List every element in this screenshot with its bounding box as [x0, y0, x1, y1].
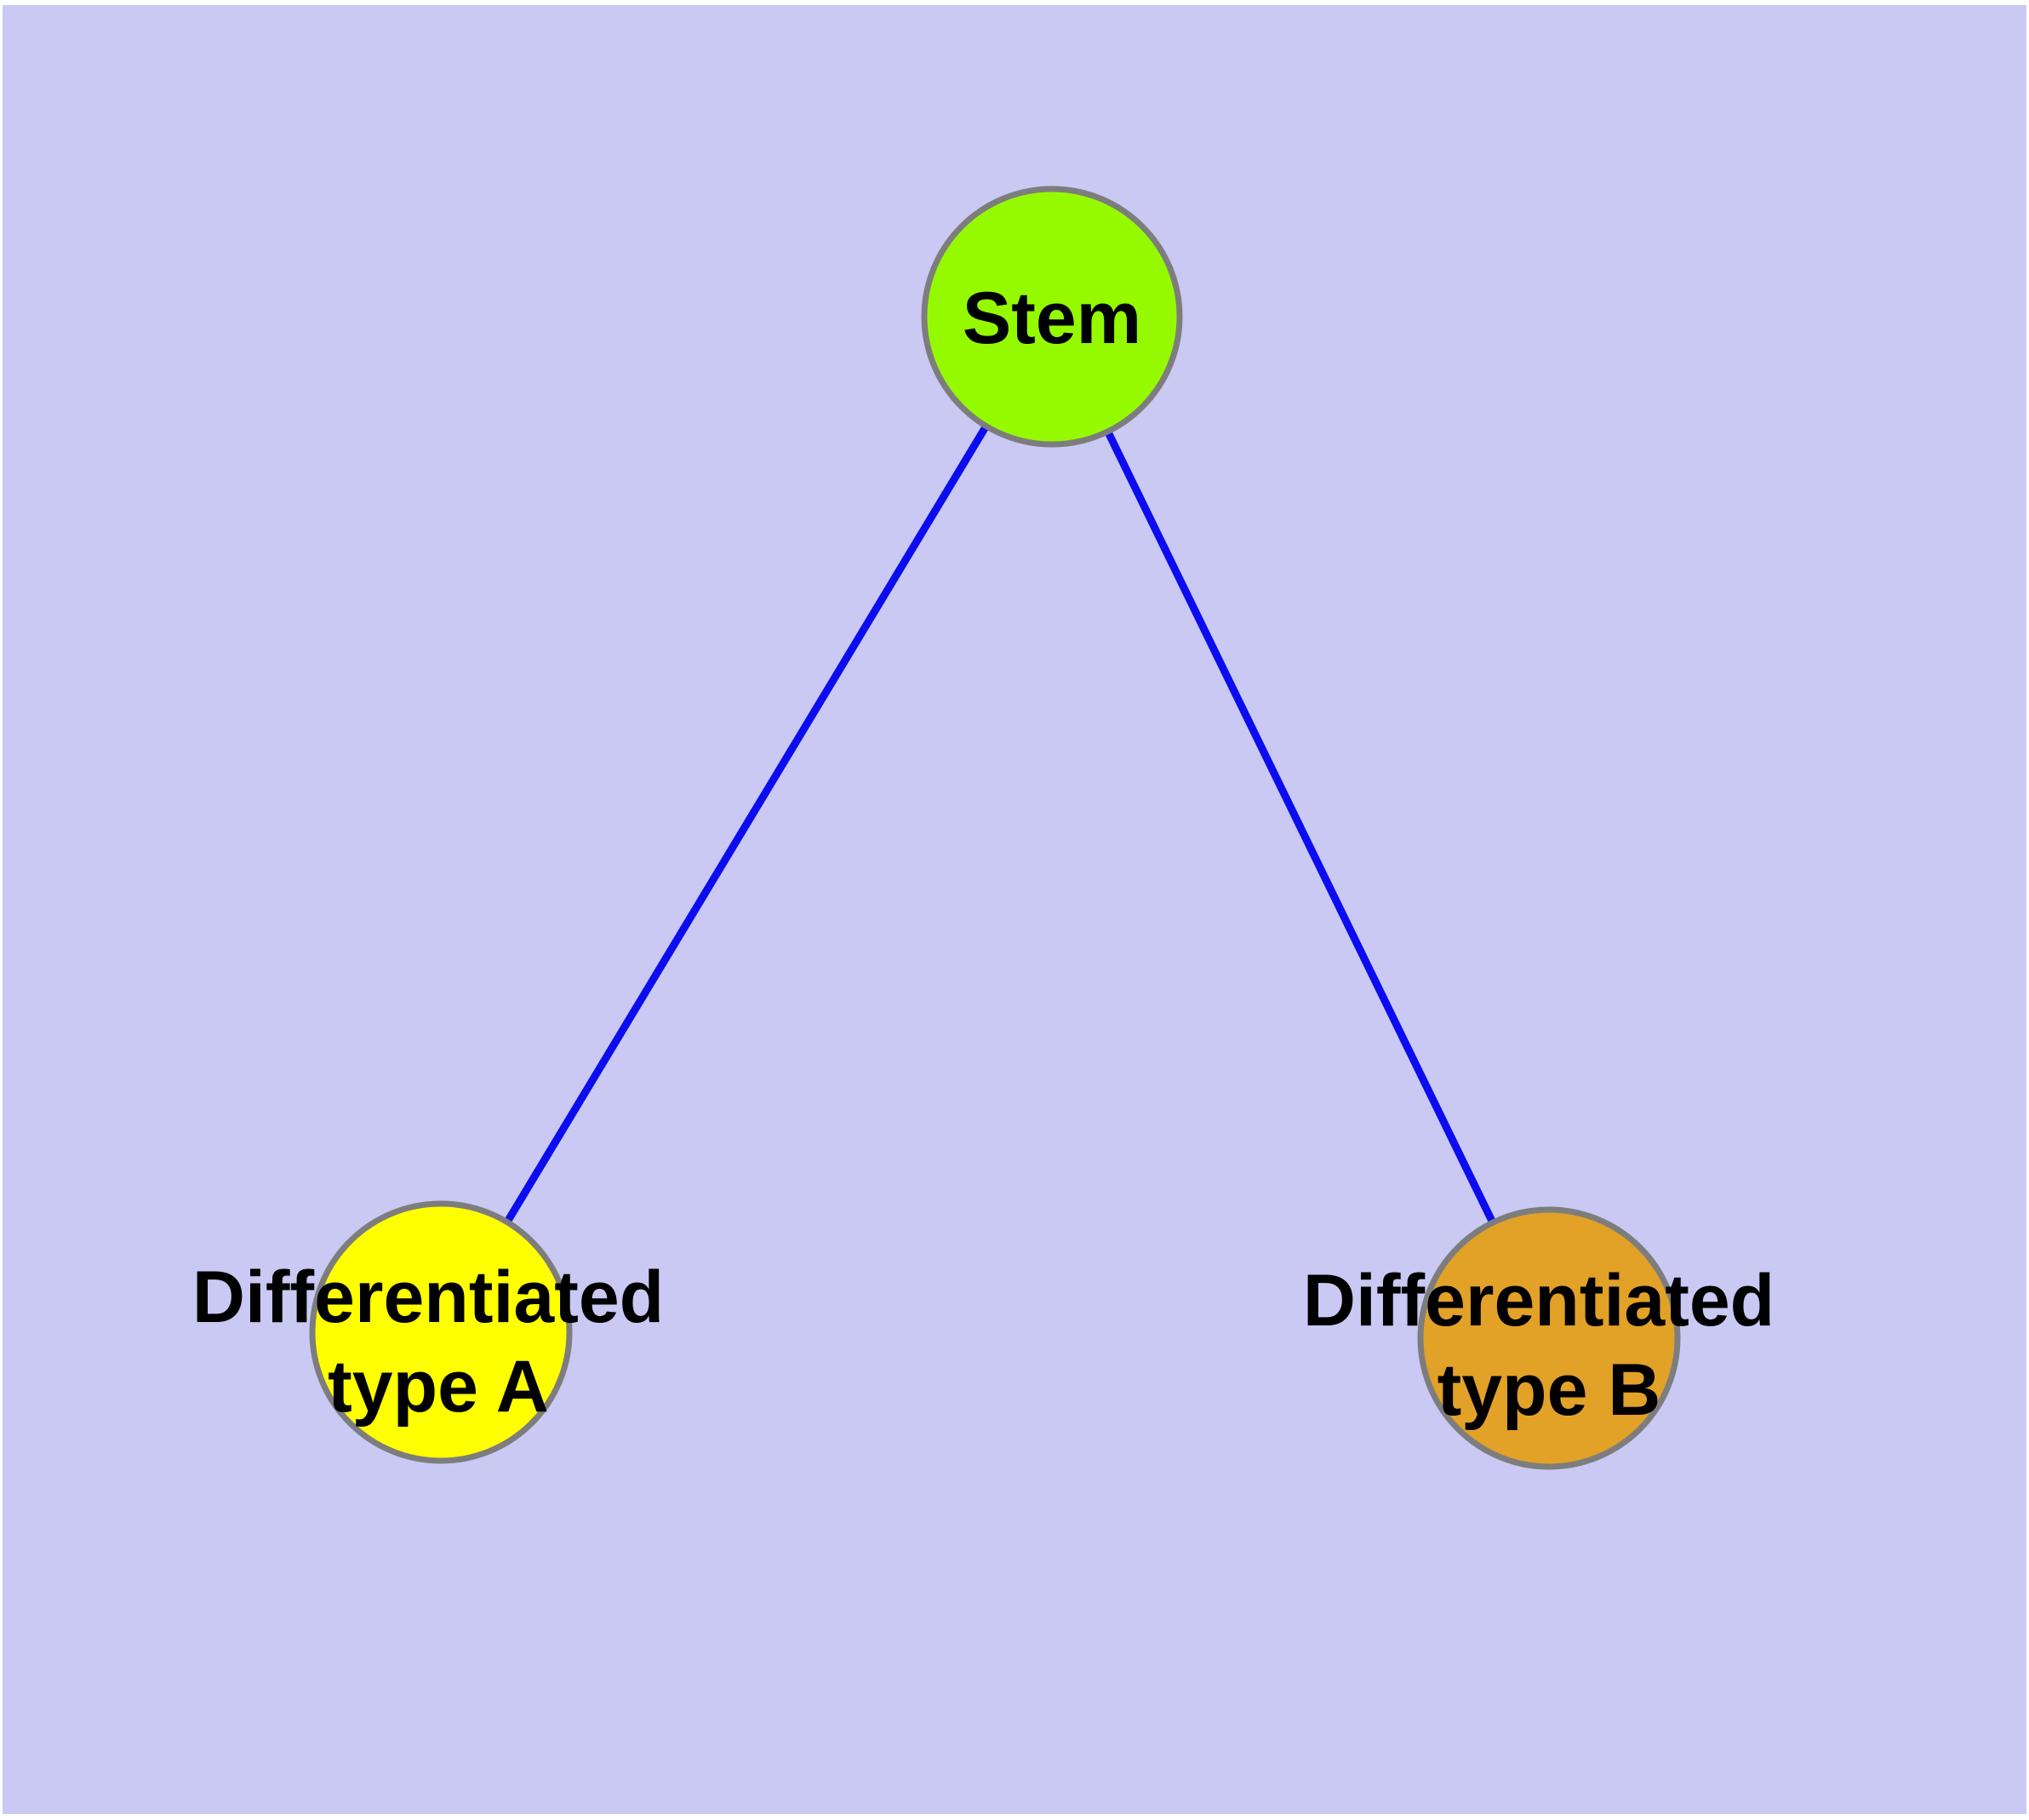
type-b-label-line2: type B — [1437, 1349, 1661, 1431]
type-b-node — [1417, 1206, 1681, 1470]
stem-node-label: Stem — [963, 278, 1141, 359]
edge-stem-to-type-b — [1048, 315, 1553, 1340]
type-a-node-label: Differentiated type A — [192, 1256, 684, 1428]
stem-node — [921, 186, 1183, 448]
type-a-label-line1: Differentiated — [192, 1256, 664, 1338]
type-a-label-line2: type A — [328, 1346, 549, 1428]
type-a-node — [309, 1200, 573, 1464]
type-b-node-label: Differentiated type B — [1303, 1260, 1795, 1431]
edge-stem-to-type-a — [437, 314, 1055, 1335]
type-b-label-line1: Differentiated — [1303, 1260, 1775, 1342]
